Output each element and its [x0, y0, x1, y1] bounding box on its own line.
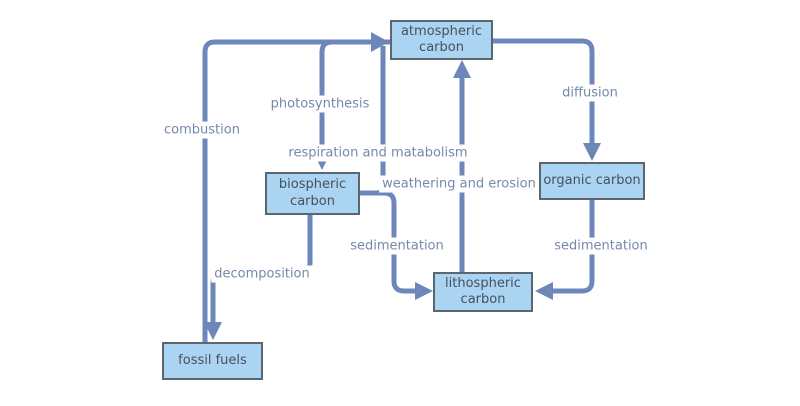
edge-label-respiration: respiration and matabolism — [285, 144, 471, 162]
node-lithospheric-carbon: lithospheric carbon — [433, 272, 533, 312]
decomposition-arrowhead-icon — [204, 322, 222, 340]
sedimentation-biospheric-arrowhead-icon — [415, 282, 433, 300]
weathering-arrowhead-icon — [453, 60, 471, 78]
sedimentation-organic-arrow — [553, 200, 595, 294]
edge-label-combustion: combustion — [161, 121, 243, 139]
edge-label-diffusion: diffusion — [559, 84, 621, 102]
respiration-arrow — [360, 46, 386, 196]
node-atmospheric-carbon: atmospheric carbon — [390, 20, 493, 60]
photosynthesis-arrow — [319, 39, 390, 153]
edge-label-weathering-and-erosion: weathering and erosion — [379, 175, 539, 193]
sedimentation-organic-arrowhead-icon — [535, 282, 553, 300]
node-biospheric-carbon: biospheric carbon — [265, 172, 360, 215]
diffusion-arrowhead-icon — [583, 143, 601, 161]
edge-label-sedimentation-organic: sedimentation — [551, 237, 651, 255]
edge-label-decomposition: decomposition — [211, 265, 313, 283]
node-organic-carbon: organic carbon — [539, 162, 645, 200]
combustion-arrow — [202, 39, 371, 342]
node-fossil-fuels: fossil fuels — [162, 342, 263, 380]
edge-label-photosynthesis: photosynthesis — [267, 95, 373, 113]
edge-label-sedimentation-biospheric: sedimentation — [347, 237, 447, 255]
diffusion-arrow — [492, 38, 595, 144]
